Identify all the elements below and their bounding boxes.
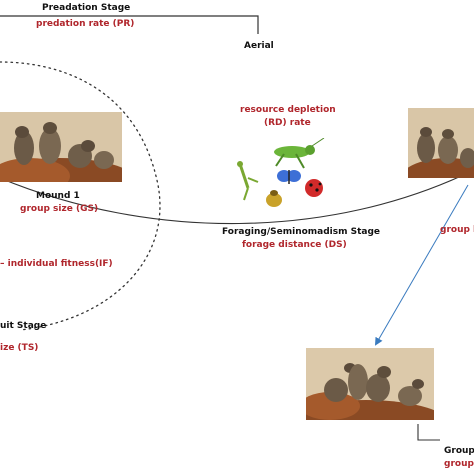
mound1-group-size: group size (GS) xyxy=(20,204,99,214)
forage-distance-label: forage distance (DS) xyxy=(242,240,347,250)
predation-rate-label: predation rate (PR) xyxy=(36,19,135,29)
recruit-metric: ize (TS) xyxy=(0,343,39,353)
grasshopper-icon xyxy=(274,138,325,169)
bottom-group-metric: group xyxy=(444,459,474,469)
mound1-photo xyxy=(0,112,122,182)
resource-depletion-rate: (RD) rate xyxy=(264,118,311,128)
mound1-title: Mound 1 xyxy=(36,191,80,201)
insects-illustration xyxy=(237,138,325,207)
bottom-group-title: Group xyxy=(444,446,474,456)
foraging-curve xyxy=(0,169,474,225)
right-group-metric: group l xyxy=(440,225,474,235)
foraging-stage-title: Foraging/Seminomadism Stage xyxy=(222,227,381,237)
bottom-group-photo xyxy=(306,348,434,420)
predation-bracket xyxy=(0,15,259,34)
ladybug-icon xyxy=(305,179,323,197)
resource-depletion-label: resource depletion xyxy=(240,105,336,115)
blue-arrow xyxy=(374,184,469,346)
recruit-stage-title: uit Stage xyxy=(0,321,47,331)
butterfly-icon xyxy=(277,170,301,184)
aerial-label: Aerial xyxy=(244,41,274,51)
bottom-bracket xyxy=(417,424,440,441)
predation-stage-title: Preadation Stage xyxy=(42,3,131,13)
individual-fitness-label: – individual fitness(IF) xyxy=(0,259,113,269)
right-group-photo xyxy=(408,108,474,178)
mantis-icon xyxy=(237,161,259,201)
dotted-arc xyxy=(0,61,161,331)
beetle-icon xyxy=(266,190,282,207)
